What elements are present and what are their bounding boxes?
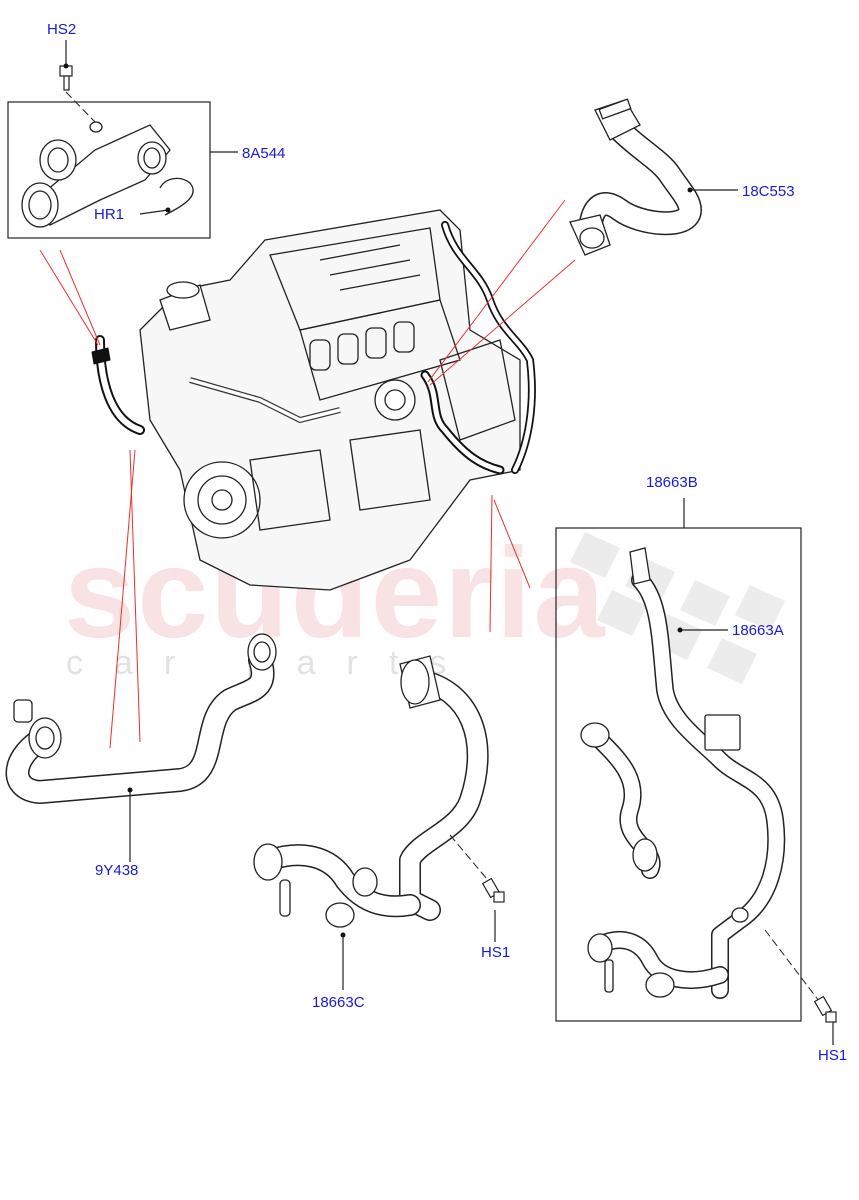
bolt-hs1-center-dash bbox=[449, 834, 493, 886]
red-leader-lines bbox=[39, 199, 576, 749]
bolt-hs2 bbox=[59, 65, 73, 91]
hose-18c553 bbox=[578, 118, 702, 247]
water-outlet-part bbox=[21, 121, 194, 228]
engine-assembly bbox=[139, 209, 521, 591]
hose-9y438-fittings bbox=[13, 633, 277, 759]
callout-hr1: HR1 bbox=[94, 206, 125, 223]
hose-18663c-fittings bbox=[253, 655, 441, 928]
callout-leaders bbox=[65, 40, 834, 1045]
checker-watermark bbox=[570, 532, 785, 684]
bolt-hs1-center bbox=[481, 877, 505, 903]
callout-hs1-center: HS1 bbox=[481, 944, 511, 961]
engine-hoses bbox=[91, 221, 536, 475]
bolt-hs1-right-dash bbox=[764, 929, 823, 1006]
callout-9y438: 9Y438 bbox=[95, 862, 139, 879]
box-18663b bbox=[555, 527, 802, 1022]
callout-18663a: 18663A bbox=[732, 622, 784, 639]
callout-dots bbox=[63, 63, 693, 938]
bolt-hs2-dash bbox=[65, 91, 96, 123]
callout-hs1-right: HS1 bbox=[818, 1047, 848, 1064]
bolt-hs1-right bbox=[813, 995, 837, 1023]
box-8a544 bbox=[7, 101, 211, 239]
callout-18c553: 18C553 bbox=[742, 183, 795, 200]
hose-18c553-fittings bbox=[569, 98, 641, 256]
hose-18663a-fittings bbox=[580, 547, 749, 998]
callout-18663b: 18663B bbox=[646, 474, 698, 491]
callout-8a544: 8A544 bbox=[242, 145, 286, 162]
hose-18663c bbox=[259, 669, 489, 921]
callout-18663c: 18663C bbox=[312, 994, 365, 1011]
callout-hs2: HS2 bbox=[47, 21, 77, 38]
hose-9y438 bbox=[5, 648, 275, 804]
